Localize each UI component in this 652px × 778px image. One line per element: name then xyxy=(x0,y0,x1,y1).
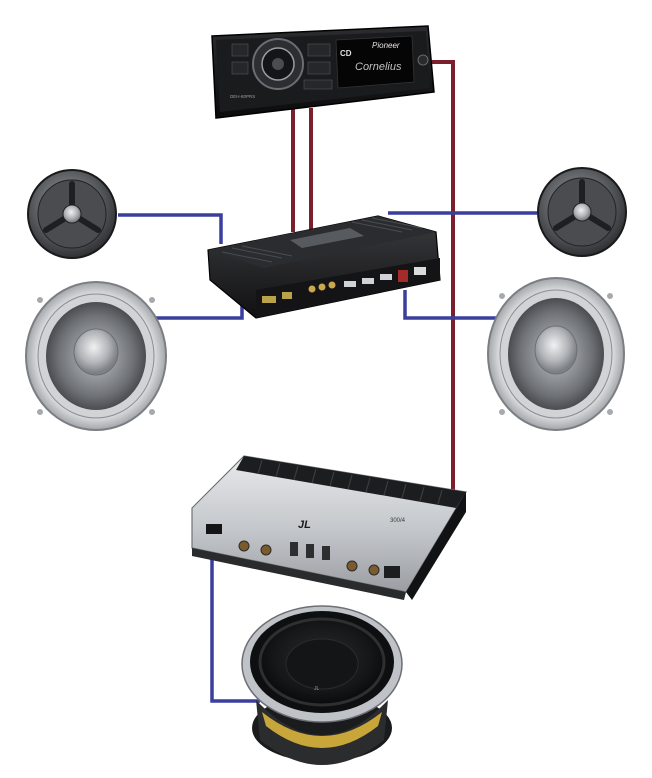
amplifier-subwoofer: JL 300/4 xyxy=(191,455,467,600)
speaker-wires xyxy=(118,211,537,703)
head-unit: Cornelius CD Pioneer DEH-80PRS xyxy=(211,25,435,119)
head-unit-disc-label: CD xyxy=(340,49,352,58)
sub-amplifier-model: 300/4 xyxy=(390,518,406,524)
sub-amplifier-controls xyxy=(206,524,400,578)
head-unit-display xyxy=(335,35,415,89)
power-wires xyxy=(291,60,455,496)
tweeter-left xyxy=(27,169,117,259)
sub-amplifier-brand: JL xyxy=(298,519,311,531)
sub-amplifier-heatsink-fins xyxy=(257,459,443,505)
amplifier-heatsink-fins xyxy=(221,217,423,263)
subwoofer: JL xyxy=(241,605,403,765)
head-unit-brand: Pioneer xyxy=(372,41,400,50)
amplifier-terminals xyxy=(262,267,426,303)
eject-button-icon xyxy=(417,54,429,66)
rca-wire-sub xyxy=(432,60,455,496)
head-unit-display-text: Cornelius xyxy=(355,61,402,73)
wire-subwoofer xyxy=(210,548,260,703)
amplifier-4-channel xyxy=(207,215,441,319)
wire-tweeter-left xyxy=(118,213,223,244)
woofer-right xyxy=(487,277,625,431)
wire-woofer-right xyxy=(403,290,498,320)
fuse-icon xyxy=(398,270,408,282)
head-unit-model: DEH-80PRS xyxy=(230,94,255,99)
woofer-left xyxy=(25,281,167,431)
subwoofer-label: JL xyxy=(314,686,320,692)
subwoofer-basket-accent xyxy=(262,712,382,748)
wire-woofer-left xyxy=(150,305,244,320)
tweeter-right xyxy=(537,167,627,257)
